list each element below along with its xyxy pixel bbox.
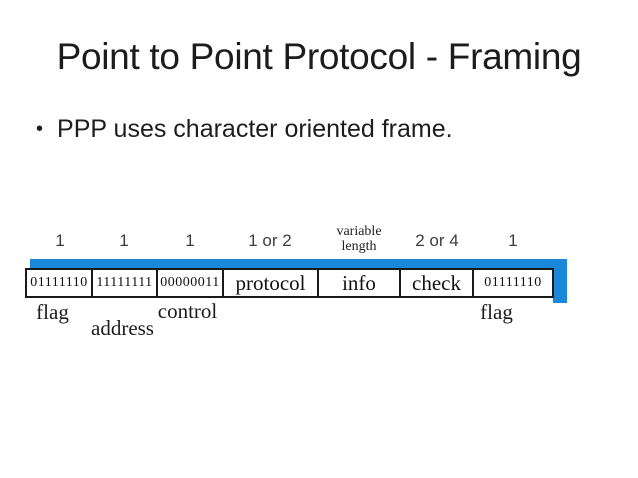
frame-cell-protocol: protocol [224,270,319,296]
field-label-address: address [91,316,154,340]
size-label-flag-end: 1 [508,231,518,250]
size-label-info: variable length [336,224,382,254]
field-label-flag-right: flag [480,300,513,324]
bullet-icon: • [36,118,44,140]
bullet-item: • PPP uses character oriented frame. [36,114,453,144]
field-label-flag-left: flag [36,300,69,324]
frame-cell-flag-start: 01111110 [27,270,93,296]
frame-cell-address: 11111111 [93,270,158,296]
size-label-protocol: 1 or 2 [248,231,292,250]
field-label-control: control [157,299,218,323]
bullet-text: PPP uses character oriented frame. [57,115,453,143]
slide-title: Point to Point Protocol - Framing [56,36,582,77]
frame-cell-flag-end: 01111110 [474,270,552,296]
frame-cell-check: check [401,270,474,296]
frame-row: 01111110 11111111 00000011 protocol info… [25,268,554,298]
size-label-address: 1 [119,231,129,250]
size-label-check: 2 or 4 [415,231,459,250]
frame-highlight-bar [30,259,567,269]
frame-highlight-bar-right [553,259,567,303]
frame-cell-control: 00000011 [158,270,224,296]
frame-cell-info: info [319,270,401,296]
size-label-control: 1 [185,231,195,250]
size-label-flag-start: 1 [55,231,65,250]
